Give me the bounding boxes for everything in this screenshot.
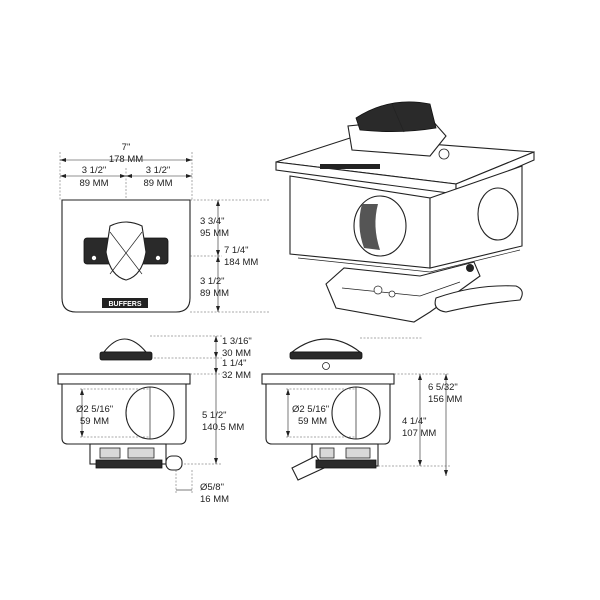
total-height-mm: 156 MM — [428, 394, 462, 405]
iso-base — [325, 261, 481, 323]
overall-height-mm: 184 MM — [224, 257, 258, 268]
overall-width-in: 7" — [122, 142, 131, 153]
brand-plate — [102, 298, 148, 308]
front-handle-base — [99, 351, 153, 361]
side-body-height-mm: 107 MM — [402, 428, 436, 439]
isometric-view — [275, 101, 535, 323]
front-view: Ø2 5/16" 59 MM Ø5/8" 16 MM 1 3/16" 30 MM… — [57, 335, 252, 505]
top-view: 7" 178 MM 3 1/2" 89 MM 3 1/2" 89 MM BUFF… — [59, 142, 270, 313]
side-hole-in: Ø2 5/16" — [292, 404, 329, 415]
iso-handle-top — [355, 101, 437, 132]
iso-lever — [434, 285, 523, 313]
side-body-height-in: 4 1/4" — [402, 416, 427, 427]
left-half-in: 3 1/2" — [82, 165, 107, 176]
front-hole-in: Ø2 5/16" — [76, 404, 113, 415]
side-handle-base — [289, 351, 363, 360]
brand-label: BUFFERS — [108, 301, 141, 308]
right-half-in: 3 1/2" — [146, 165, 171, 176]
handle-height-in: 1 3/16" — [222, 336, 252, 347]
side-hole-mm: 59 MM — [298, 416, 327, 427]
upper-height-mm: 95 MM — [200, 228, 229, 239]
body-height-mm: 140.5 MM — [202, 422, 244, 433]
overall-width-mm: 178 MM — [109, 154, 143, 165]
left-half-mm: 89 MM — [79, 178, 108, 189]
lower-height-in: 3 1/2" — [200, 276, 225, 287]
right-half-mm: 89 MM — [143, 178, 172, 189]
upper-height-in: 3 3/4" — [200, 216, 225, 227]
side-view: Ø2 5/16" 59 MM 6 5/32" 156 MM 4 1/4" 107… — [261, 337, 462, 481]
flange-mm: 32 MM — [222, 370, 251, 381]
front-handle-dome — [102, 338, 148, 353]
iso-side-hole — [477, 187, 519, 241]
front-pin — [165, 455, 183, 471]
overall-height-in: 7 1/4" — [224, 245, 249, 256]
front-flange — [57, 373, 191, 385]
side-handle-dome — [290, 338, 362, 353]
total-height-in: 6 5/32" — [428, 382, 458, 393]
flange-in: 1 1/4" — [222, 358, 247, 369]
front-hole-mm: 59 MM — [80, 416, 109, 427]
pin-dia-in: Ø5/8" — [200, 482, 224, 493]
lower-height-mm: 89 MM — [200, 288, 229, 299]
body-height-in: 5 1/2" — [202, 410, 227, 421]
handle-height-mm: 30 MM — [222, 348, 251, 359]
side-flange — [261, 373, 395, 385]
pin-dia-mm: 16 MM — [200, 494, 229, 505]
handle-center — [105, 221, 147, 281]
